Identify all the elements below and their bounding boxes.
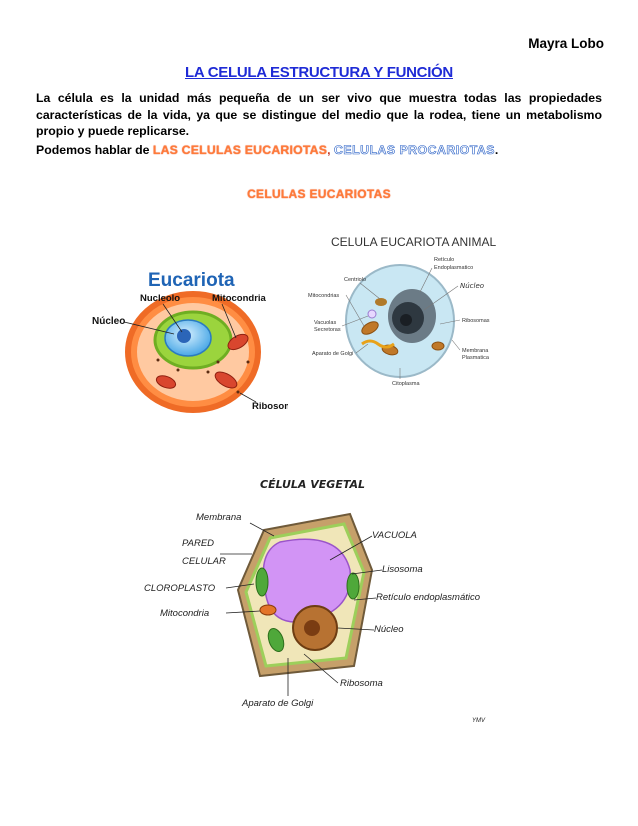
leader-line: [240, 393, 256, 402]
eukaryote-diagram: Eucariota Nucleolo Mitocondria Núcleo Ri…: [88, 262, 288, 422]
label-lisosoma: Lisosoma: [382, 564, 423, 575]
fig-title: CELULA EUCARIOTA ANIMAL: [331, 235, 496, 249]
label-celular: CELULAR: [182, 556, 226, 567]
cell-types-line: Podemos hablar de LAS CELULAS EUCARIOTAS…: [36, 143, 498, 157]
fig-title: Eucariota: [148, 270, 235, 291]
label-plasmatica: Plasmatica: [462, 355, 490, 361]
label-reticulo: Retículo endoplasmático: [376, 592, 480, 603]
label-membrana: Membrana: [462, 348, 489, 354]
chloroplast-shape-2: [347, 573, 359, 599]
label-cloroplasto: CLOROPLASTO: [144, 583, 216, 594]
label-nucleolo: Nucleolo: [140, 293, 180, 304]
types-suffix: .: [495, 143, 498, 157]
label-ribosomas: Ribosomas: [252, 401, 288, 412]
label-pared: PARED: [182, 538, 214, 549]
mitochondrion-shape-3: [432, 342, 444, 350]
label-nucleo: Núcleo: [460, 282, 484, 290]
signature: YMV: [472, 718, 486, 724]
prokaryotic-highlight: CELULAS PROCARIOTAS: [334, 143, 495, 157]
label-mitocondria: Mitocondria: [212, 293, 267, 304]
document-title: LA CELULA ESTRUCTURA Y FUNCIÓN: [0, 64, 638, 81]
fig-title: CÉLULA VEGETAL: [260, 478, 365, 491]
label-ribosomas: Ribosomas: [462, 318, 490, 324]
label-nucleo: Núcleo: [374, 624, 404, 635]
author-name: Mayra Lobo: [0, 36, 604, 51]
vacuole-shape: [368, 310, 376, 318]
intro-paragraph: La célula es la unidad más pequeña de un…: [36, 90, 602, 140]
label-mitocondria: Mitocondria: [160, 608, 209, 619]
label-ribosoma: Ribosoma: [340, 678, 383, 689]
label-secretoras: Secretoras: [314, 327, 341, 333]
mitochondrion-shape: [260, 605, 276, 615]
animal-cell-diagram: CELULA EUCARIOTA ANIMAL Centriolo Retícu…: [300, 228, 512, 393]
types-prefix: Podemos hablar de: [36, 143, 153, 157]
nucleolus-shape: [304, 620, 320, 636]
label-vacuola: VACUOLA: [372, 530, 417, 541]
label-membrana: Membrana: [196, 512, 241, 523]
nucleolus-shape: [177, 329, 191, 343]
label-mitocondrias: Mitocondrias: [308, 293, 339, 299]
section-title: CELULAS EUCARIOTAS: [0, 187, 638, 201]
label-citoplasma: Citoplasma: [392, 381, 420, 387]
label-golgi: Aparato de Golgi: [312, 351, 353, 357]
nucleolus-shape: [400, 314, 412, 326]
label-vacuolas: Vacuolas: [314, 320, 336, 326]
label-golgi: Aparato de Golgi: [241, 698, 314, 709]
label-reticulo: Retículo: [434, 257, 454, 263]
eukaryotic-highlight: LAS CELULAS EUCARIOTAS: [153, 143, 327, 157]
chloroplast-shape: [256, 568, 268, 596]
label-centriolo: Centriolo: [344, 277, 366, 283]
centriole-shape: [375, 298, 387, 306]
label-reticulo-2: Endoplasmatico: [434, 265, 473, 271]
label-nucleo: Núcleo: [92, 316, 125, 327]
plant-cell-diagram: CÉLULA VEGETAL Membrana PARED CELULAR CL…: [140, 470, 510, 730]
